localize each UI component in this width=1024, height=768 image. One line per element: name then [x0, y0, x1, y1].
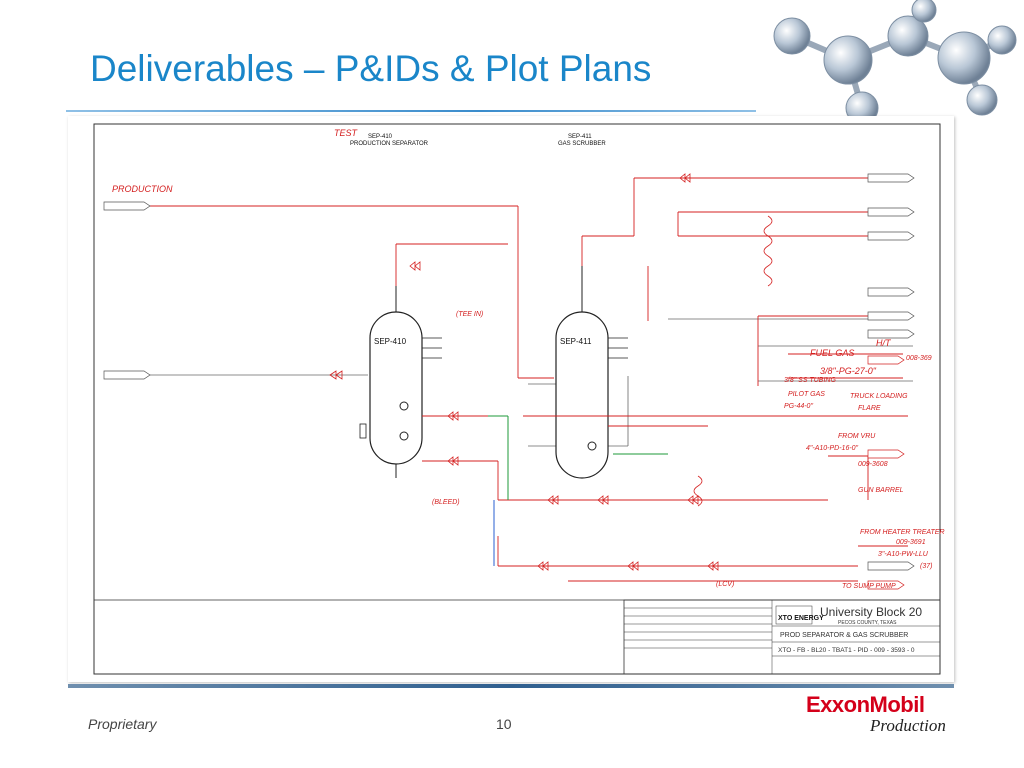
- redline-sump-pump: TO SUMP PUMP: [842, 583, 896, 590]
- drawing-border: [93, 123, 941, 675]
- page-number: 10: [496, 716, 512, 732]
- redline-heater-num: (37): [920, 563, 932, 570]
- title-block-drawing-number: XTO - FB - BL20 - TBAT1 - PID - 009 - 35…: [778, 647, 915, 654]
- redline-heater-line: 3"-A10-PW-LLU: [878, 551, 929, 558]
- pid-drawing: SEP-410 SEP-411 SEP-410 PRODUCTION SEPAR…: [68, 116, 954, 682]
- redline-flare: FLARE: [858, 405, 881, 412]
- pid-drawing-canvas: SEP-410 SEP-411 SEP-410 PRODUCTION SEPAR…: [93, 123, 945, 675]
- redline-ss-tubing: 3/8" SS TUBING: [784, 377, 836, 384]
- sep411-vessel: [555, 266, 628, 479]
- redline-vru-line: 4"-A10-PD-16-0": [806, 445, 859, 452]
- exxonmobil-logo: ExxonMobil: [806, 692, 925, 717]
- title-rule: [66, 110, 756, 112]
- sep410-label: SEP-410: [374, 337, 407, 346]
- redline-fuel-ref: 008-369: [906, 355, 932, 362]
- sep410-vessel: [359, 286, 442, 478]
- redline-truck-loading: TRUCK LOADING: [850, 393, 908, 400]
- redline-test: TEST: [334, 128, 359, 138]
- redline-bleed: (BLEED): [432, 499, 460, 506]
- title-block-company: XTO ENERGY: [778, 615, 824, 622]
- redline-lcv: (LCV): [716, 581, 734, 588]
- molecule-decoration-icon: [773, 0, 1017, 125]
- redline-pilot-gas: PILOT GAS: [788, 391, 825, 398]
- title-block-location: PECOS COUNTY, TEXAS: [838, 620, 897, 626]
- redline-heater-ref: 009-3691: [896, 539, 926, 546]
- title-block: [94, 599, 941, 675]
- exxonmobil-logo-sub: Production: [870, 716, 946, 735]
- redline-from-vru: FROM VRU: [838, 433, 876, 440]
- slide-title: Deliverables – P&IDs & Plot Plans: [90, 48, 652, 89]
- redline-fuel-line: 3/8"-PG-27-0": [820, 366, 877, 376]
- bottom-rule: [68, 684, 954, 688]
- redline-pilot-line: PG-44-0": [784, 403, 813, 410]
- sep411-subtitle: GAS SCRUBBER: [558, 141, 606, 147]
- redline-production: PRODUCTION: [112, 184, 173, 194]
- sep410-heading: SEP-410: [368, 134, 393, 140]
- sep411-heading: SEP-411: [568, 134, 592, 140]
- redline-vru-ref: 009-3608: [858, 461, 888, 468]
- redline-gun-barrel: GUN BARREL: [858, 487, 904, 494]
- redline-from-heater: FROM HEATER TREATER: [860, 529, 945, 536]
- footer-proprietary: Proprietary: [88, 716, 157, 732]
- sep410-subtitle: PRODUCTION SEPARATOR: [350, 141, 429, 147]
- redline-tee-in: (TEE IN): [456, 311, 483, 318]
- title-block-drawing-title: PROD SEPARATOR & GAS SCRUBBER: [780, 632, 908, 639]
- redline-fuel-gas: FUEL GAS: [810, 348, 854, 358]
- title-block-project: University Block 20: [820, 605, 922, 619]
- redline-ht: H/T: [876, 338, 892, 348]
- sep411-label: SEP-411: [560, 337, 592, 346]
